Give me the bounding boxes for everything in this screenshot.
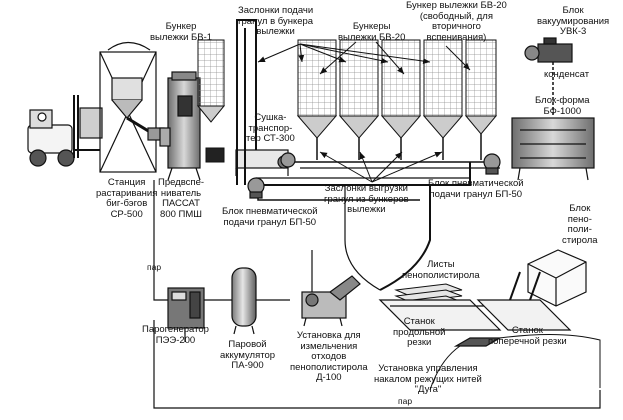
bunkers-bv20 (296, 39, 498, 160)
pneumatic-blowers (247, 152, 501, 199)
steam-lines (153, 180, 601, 409)
pre-expander (159, 71, 201, 181)
forklift-icon (27, 95, 103, 167)
bunker-bv1 (196, 39, 226, 163)
grinder (301, 275, 361, 327)
pipelines (236, 19, 500, 300)
block-form (511, 117, 595, 181)
label-par-top: пар (147, 262, 162, 272)
pointer-lines-valves (319, 151, 443, 183)
vacuum-unit (524, 37, 573, 116)
label-sushka: Сушка-транспор-тер СТ-300 (246, 112, 295, 144)
foam-block (527, 249, 587, 307)
label-kondensat: конденсат (544, 69, 590, 80)
steam-accumulator (231, 267, 257, 335)
cutting-machines (378, 271, 601, 391)
steam-generator (167, 287, 205, 329)
bigbag-station (99, 41, 165, 173)
label-par-bottom: пар (398, 396, 413, 406)
pointer-lines-top (257, 41, 471, 75)
